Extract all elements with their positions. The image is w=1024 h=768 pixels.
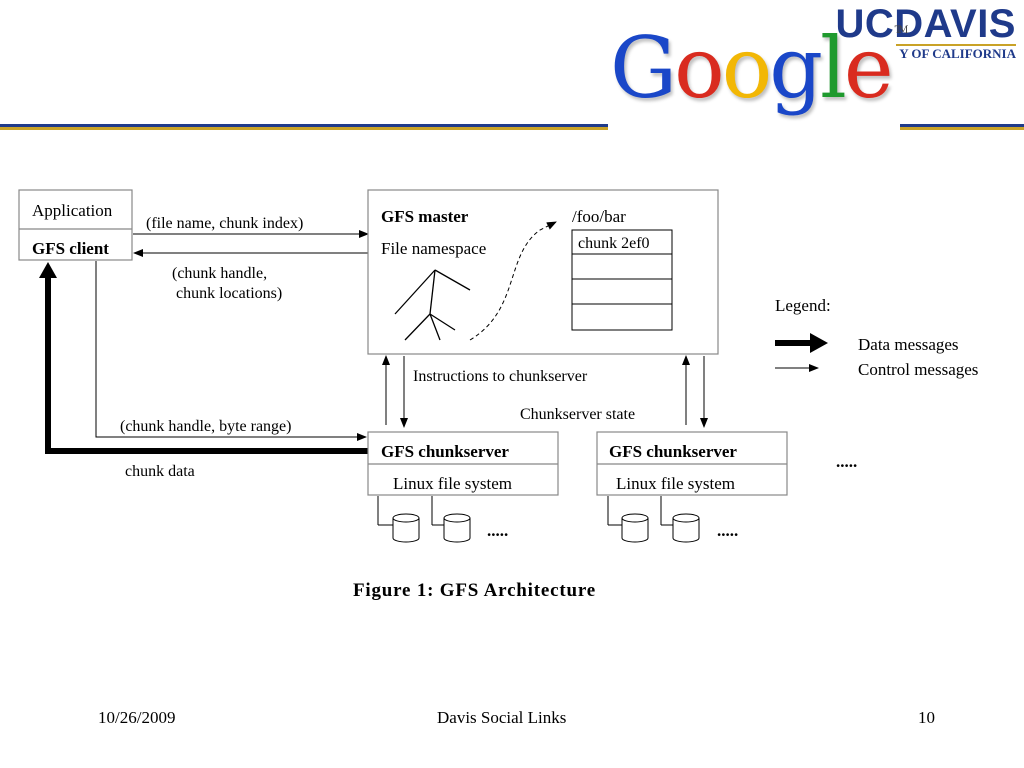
google-logo-letter: o <box>674 19 725 117</box>
server-2-disks <box>607 496 700 543</box>
legend-title: Legend: <box>775 296 831 315</box>
instructions-label: Instructions to chunkserver <box>413 368 588 385</box>
namespace-tree-icon <box>394 269 471 341</box>
google-logo-letter: o <box>721 19 773 117</box>
application-label: Application <box>32 201 113 220</box>
google-logo-letter: l <box>820 19 847 117</box>
google-logo-letter: G <box>610 19 677 117</box>
namespace-to-file-link <box>469 221 557 341</box>
response-label-2: chunk locations) <box>176 285 282 302</box>
legend-control-label: Control messages <box>858 360 978 379</box>
disks-ellipsis-2: ..... <box>717 521 738 540</box>
fs-1-label: Linux file system <box>393 474 512 493</box>
chunk-id-label: chunk 2ef0 <box>578 235 650 252</box>
legend-data-arrowhead <box>810 333 828 353</box>
server-1-disks <box>377 496 471 543</box>
servers-ellipsis: ..... <box>836 452 857 471</box>
google-logo-letter: g <box>769 19 823 117</box>
google-logo-backdrop <box>608 0 900 136</box>
gfs-architecture-diagram: Application GFS client (file name, chunk… <box>18 189 978 601</box>
ucdavis-logo-main: UCDAVIS <box>835 2 1016 46</box>
byte-range-request-arrow <box>95 261 367 441</box>
chunkserver-1-label: GFS chunkserver <box>381 442 509 461</box>
legend-data-label: Data messages <box>858 335 959 354</box>
fs-2-label: Linux file system <box>616 474 735 493</box>
chunk-data-arrowhead <box>39 262 57 278</box>
chunkserver-state-label: Chunkserver state <box>520 406 635 423</box>
gfs-client-box <box>18 189 133 261</box>
file-namespace-label: File namespace <box>381 239 486 258</box>
chunk-data-arrow <box>45 276 368 454</box>
header-rule-left <box>0 124 608 130</box>
response-label-1: (chunk handle, <box>172 265 267 282</box>
chunk-data-label: chunk data <box>125 463 195 480</box>
ucdavis-logo-rule <box>896 44 1016 46</box>
google-logo-tm: TM <box>894 25 909 36</box>
gfs-client-label: GFS client <box>32 239 109 258</box>
chunkserver-2-label: GFS chunkserver <box>609 442 737 461</box>
file-path-label: /foo/bar <box>572 207 626 226</box>
gfs-master-label: GFS master <box>381 207 469 226</box>
disks-ellipsis-1: ..... <box>487 521 508 540</box>
chunk-table <box>571 229 673 331</box>
footer-page-number: 10 <box>918 708 935 727</box>
figure-caption: Figure 1: GFS Architecture <box>353 580 596 601</box>
google-logo-letter: e <box>843 19 894 117</box>
byte-range-label: (chunk handle, byte range) <box>120 418 291 435</box>
footer-title: Davis Social Links <box>437 708 567 727</box>
footer-date: 10/26/2009 <box>98 708 176 727</box>
header-rule-right <box>900 124 1024 130</box>
ucdavis-logo-sub: Y OF CALIFORNIA <box>899 46 1016 61</box>
request-label: (file name, chunk index) <box>146 215 303 232</box>
ucdavis-logo: UCDAVIS Y OF CALIFORNIA <box>826 2 1024 62</box>
